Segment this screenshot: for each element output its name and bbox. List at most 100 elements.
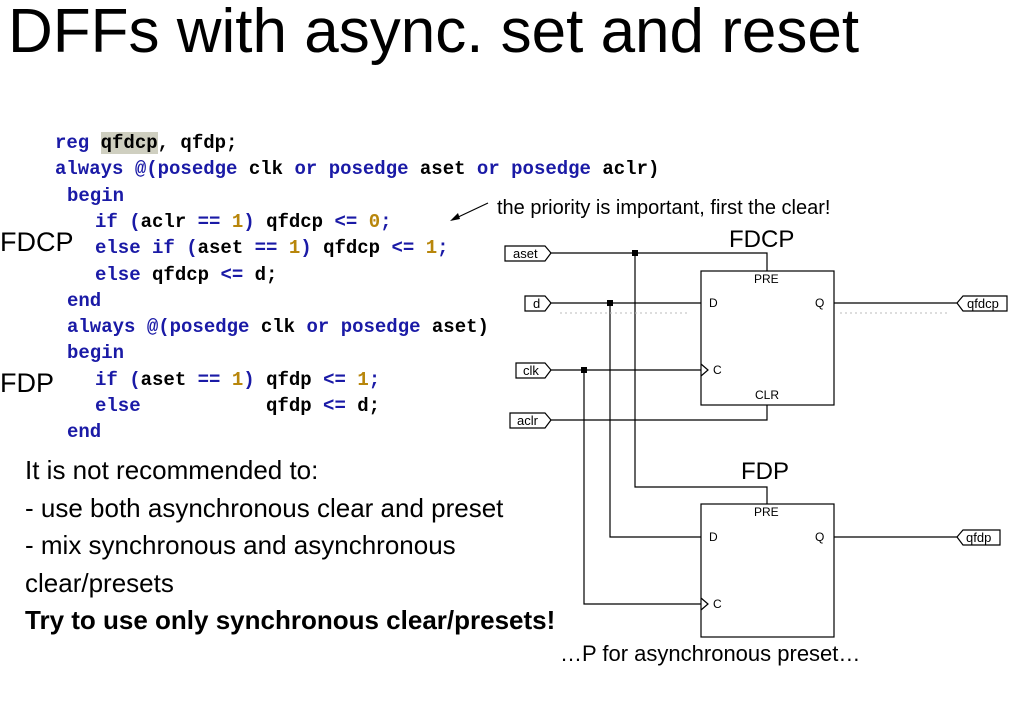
code-token: qfdp [254,369,324,391]
para-line-4: Try to use only synchronous clear/preset… [25,605,556,635]
port-clk [515,362,552,379]
fdcp-pin-q: Q [815,296,824,310]
code-token: ; [437,237,449,259]
wire-aclr [551,405,768,421]
recommendation-text: It is not recommended to: - use both asy… [25,452,565,640]
code-token: == [197,369,232,391]
code-token: 1 [425,237,438,259]
port-qfdp-label: qfdp [966,530,991,545]
code-token: ( [129,211,141,233]
code-token: d; [254,264,278,286]
fdp-pin-q: Q [815,530,824,544]
code-token: or [476,158,512,180]
code-token: 1 [288,237,301,259]
code-token: ) [243,369,255,391]
code-token: 0 [368,211,381,233]
code-token: ) [243,211,255,233]
code-token: @(posedge [134,158,249,180]
code-token: 1 [231,211,244,233]
junction-dot [632,250,638,256]
para-line-3: - mix synchronous and asynchronous clear… [25,530,456,598]
fdcp-pin-c: C [713,363,722,377]
port-d [524,295,552,312]
fdcp-block [700,270,835,406]
fdp-side-label: FDP [0,368,54,398]
fdp-pin-pre: PRE [754,505,779,519]
port-aclr-label: aclr [517,413,539,428]
code-token: 1 [357,369,369,391]
code-token: posedge [511,158,603,180]
code-token: ; [368,369,381,391]
code-token: else [95,395,267,417]
code-token: aclr) [602,158,660,180]
code-token: reg [55,132,101,154]
wire-clk-fdp [583,370,701,605]
code-token: d; [357,395,381,417]
fdcp-title: FDCP [729,226,794,253]
code-token: qfdp [266,395,324,417]
code-line-9: begin [67,342,125,364]
code-token: <= [323,395,358,417]
code-token: <= [323,369,358,391]
note-arrow [453,202,489,220]
fdcp-pin-d: D [709,296,718,310]
wire-aset-fdcp [551,252,768,271]
code-line-10: if (aset == 1) qfdp <= 1; [95,369,380,391]
port-aset-label: aset [513,246,538,261]
wires [551,252,957,605]
code-token: <= [391,237,426,259]
code-token: qfdp; [169,132,238,154]
fdp-block [700,503,835,638]
code-token: posedge [340,316,432,338]
code-line-7: end [67,290,102,312]
note-arrow-head [450,213,460,221]
code-line-6: else qfdcp <= d; [95,264,277,286]
code-token: @(posedge [146,316,261,338]
code-line-12: end [67,421,102,443]
code-token: == [197,211,232,233]
code-token: <= [334,211,369,233]
code-token: 1 [231,369,244,391]
para-line-1: It is not recommended to: [25,455,319,485]
code-token: clk [248,158,295,180]
port-qfdcp [956,295,1008,312]
port-aset [504,245,552,262]
code-token: if [95,369,130,391]
caption: …P for asynchronous preset… [560,641,861,666]
code-token: or [306,316,341,338]
code-token: or [294,158,329,180]
code-line-2: always @(posedge clk or posedge aset or … [55,158,659,180]
code-token: if [95,211,130,233]
code-token: always [67,316,147,338]
junction-dot [581,367,587,373]
priority-note: the priority is important, first the cle… [497,197,831,219]
fdcp-clock-triangle [700,363,709,377]
fdcp-pin-pre: PRE [754,272,779,286]
code-token: aclr [140,211,198,233]
code-token: <= [220,264,255,286]
port-qfdp [956,529,1001,546]
port-d-label: d [533,296,540,311]
code-line-5: else if (aset == 1) qfdcp <= 1; [95,237,449,259]
slide-title: DFFs with async. set and reset [8,0,860,66]
code-token: aset [140,369,198,391]
code-token: qfdcp [254,211,335,233]
code-token: == [254,237,289,259]
port-aclr [509,412,552,429]
wire-d-fdp [609,303,701,538]
code-token: ( [186,237,198,259]
code-token: aset) [431,316,489,338]
fdcp-pin-clr: CLR [755,388,779,402]
code-token: qfdcp [311,237,392,259]
code-token: aset [197,237,255,259]
code-token: aset [419,158,477,180]
code-line-1: reg qfdcp, qfdp; [55,132,237,154]
code-token: else if [95,237,187,259]
fdp-clock-triangle [700,597,709,611]
code-token: qfdcp [152,264,221,286]
code-token: clk [260,316,307,338]
fdcp-side-label: FDCP [0,227,74,257]
port-clk-label: clk [523,363,539,378]
code-token: else [95,264,153,286]
